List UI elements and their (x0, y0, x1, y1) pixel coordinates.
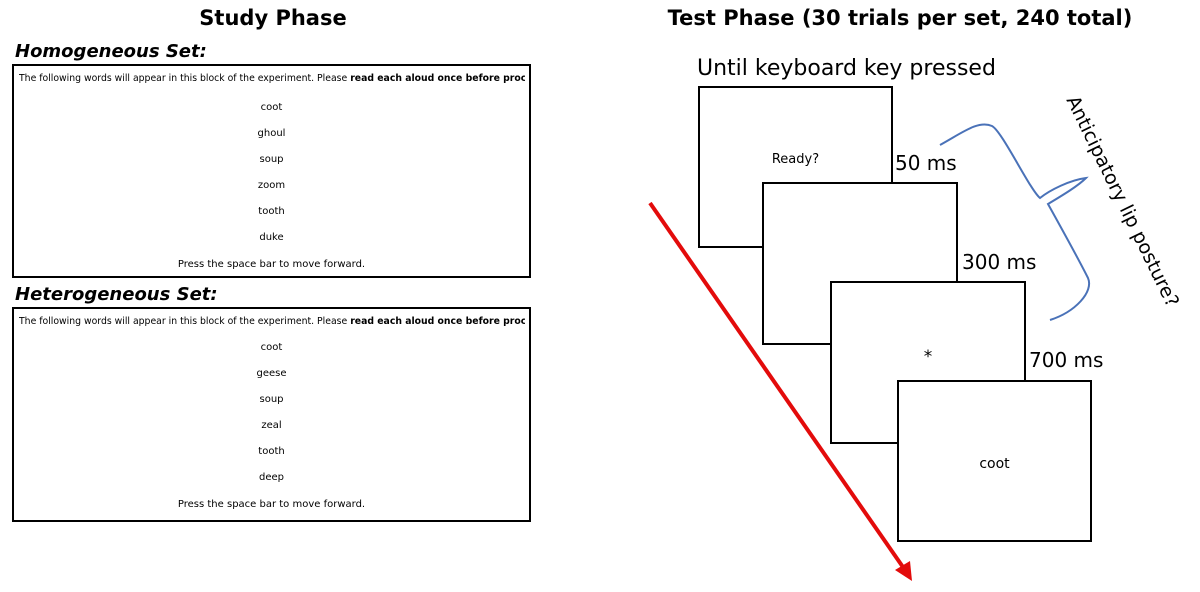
target-word-screen: coot (897, 380, 1092, 542)
first-screen-duration-label: Until keyboard key pressed (697, 56, 996, 81)
study-word: ghoul (257, 128, 286, 139)
duration-300ms: 300 ms (962, 250, 1037, 274)
instruction-text: The following words will appear in this … (19, 73, 351, 84)
heterogeneous-set-box: The following words will appear in this … (12, 307, 531, 522)
duration-700ms: 700 ms (1029, 348, 1104, 372)
homogeneous-instructions: The following words will appear in this … (19, 73, 525, 84)
homogeneous-footer: Press the space bar to move forward. (177, 259, 366, 270)
heterogeneous-instructions: The following words will appear in this … (19, 316, 525, 327)
study-word: zoom (257, 180, 286, 191)
study-phase-title: Study Phase (199, 6, 347, 30)
study-word: coot (260, 102, 283, 113)
time-arrow-head (895, 561, 912, 581)
study-word: coot (260, 342, 283, 353)
study-word: zeal (261, 420, 282, 431)
test-phase-title: Test Phase (30 trials per set, 240 total… (667, 6, 1133, 30)
study-word: soup (259, 394, 284, 405)
time-arrow-shaft (648, 201, 907, 572)
homogeneous-set-box: The following words will appear in this … (12, 64, 531, 278)
study-word: soup (259, 154, 284, 165)
study-word: geese (256, 368, 287, 379)
instruction-text: The following words will appear in this … (19, 316, 351, 327)
study-word: duke (259, 232, 284, 243)
heterogeneous-footer: Press the space bar to move forward. (177, 499, 366, 510)
homogeneous-set-label: Homogeneous Set: (15, 41, 207, 62)
target-word: coot (979, 456, 1010, 472)
study-word: tooth (258, 446, 285, 457)
instruction-bold-text: read each aloud once before proceeding. (350, 73, 525, 84)
study-word: tooth (258, 206, 285, 217)
duration-50ms: 50 ms (895, 151, 957, 175)
instruction-bold-text: read each aloud once before proceeding. (350, 316, 525, 327)
ready-prompt: Ready? (771, 152, 820, 167)
heterogeneous-set-label: Heterogeneous Set: (15, 284, 218, 305)
study-word: deep (259, 472, 284, 483)
fixation-asterisk: * (923, 347, 933, 367)
curly-brace (939, 123, 1091, 321)
